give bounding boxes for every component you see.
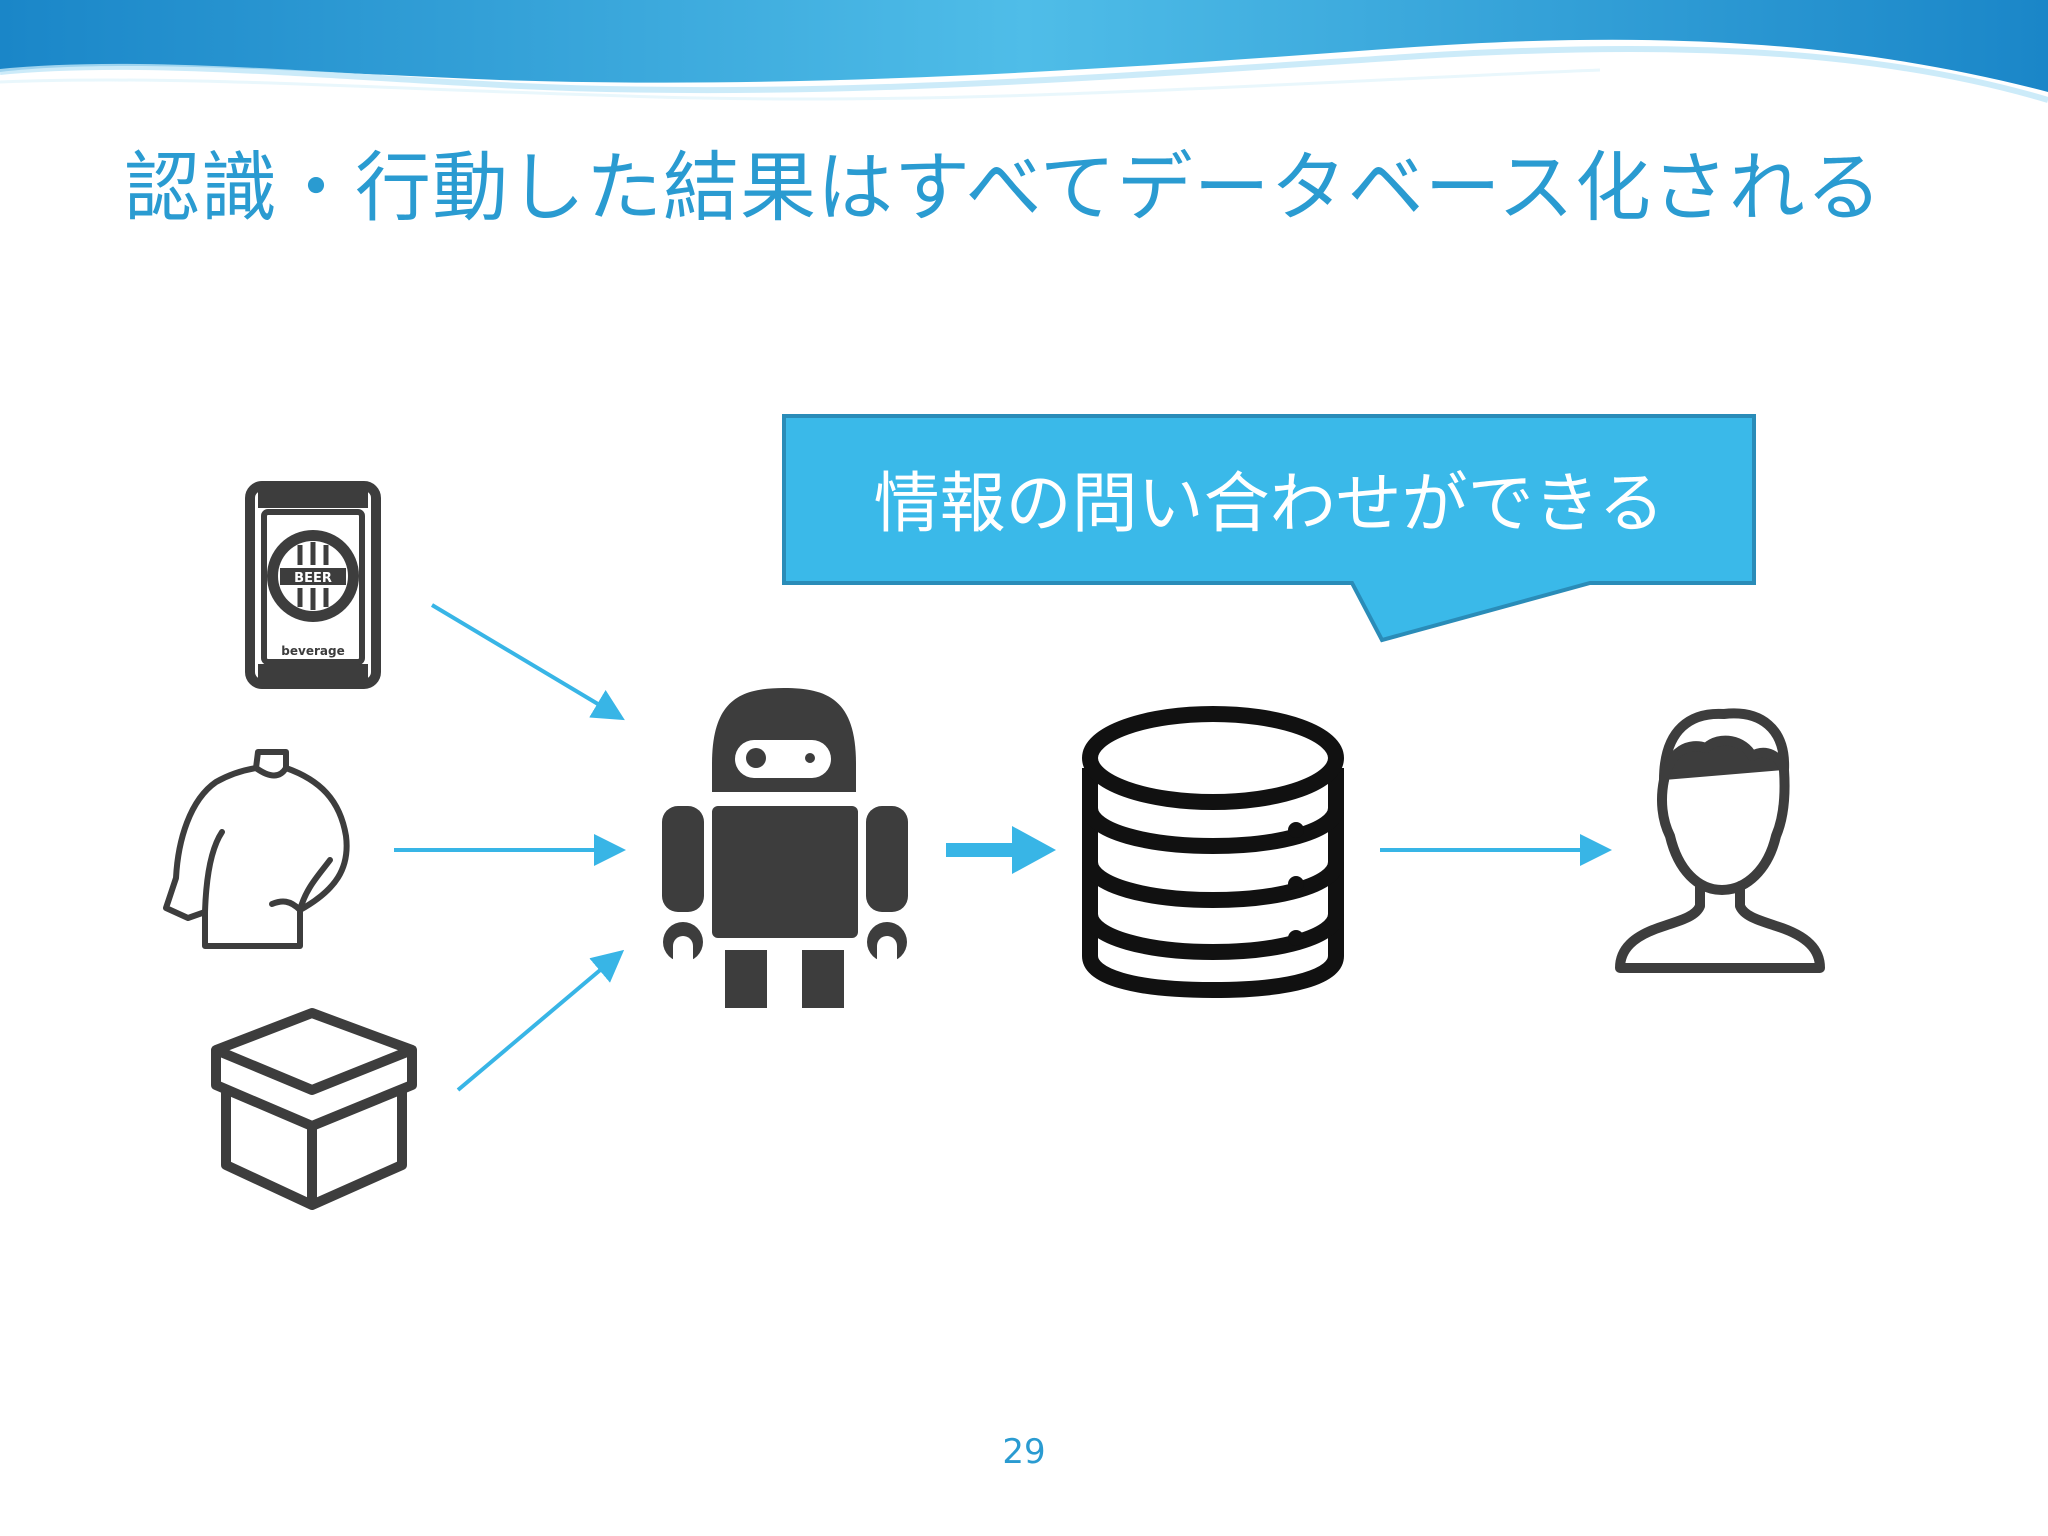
robot-icon [662, 688, 908, 1008]
box-icon [211, 1008, 417, 1210]
beer-can-sublabel: beverage [281, 644, 344, 658]
slide-title: 認識・行動した結果はすべてデータベース化される [124, 143, 1883, 232]
beer-can-icon: BEER beverage [245, 481, 381, 689]
arrow-box-to-robot [456, 949, 625, 1092]
arrow-robot-to-database [946, 826, 1056, 874]
header-wave [0, 0, 2048, 103]
callout-text: 情報の問い合わせができる [873, 465, 1665, 542]
person-icon [1615, 708, 1825, 973]
page-number: 29 [1002, 1432, 1046, 1472]
callout-bubble [782, 414, 1756, 643]
beer-can-label: BEER [294, 571, 332, 586]
database-icon [1082, 706, 1344, 999]
arrow-beer-to-robot [430, 603, 625, 721]
shirt-icon [163, 749, 350, 949]
